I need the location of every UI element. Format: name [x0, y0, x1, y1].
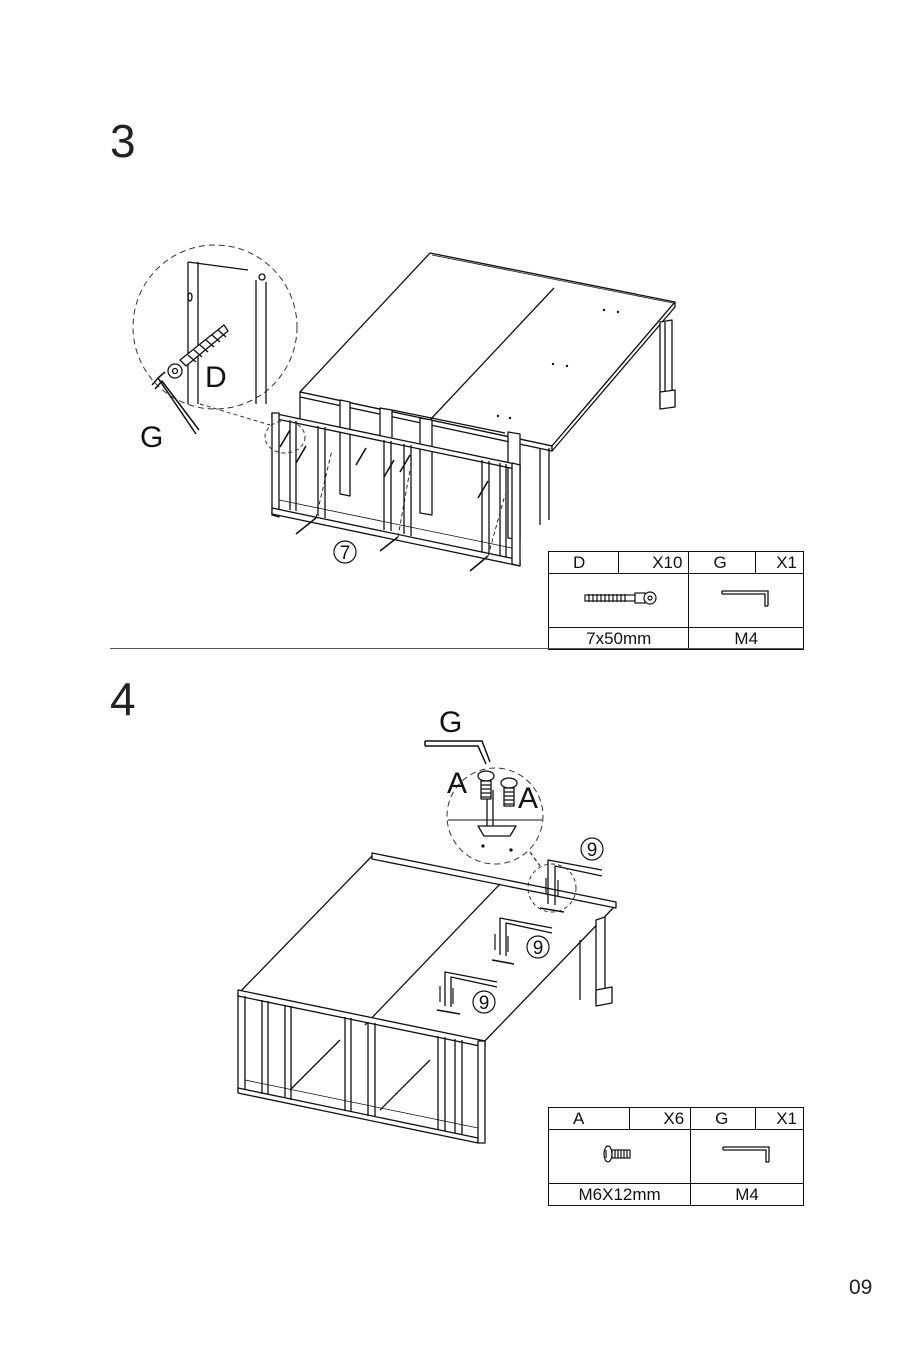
part-9-marker-1	[581, 838, 603, 860]
step4-allen-key	[425, 741, 490, 764]
part-code-g: G	[689, 552, 755, 574]
part-qty-g: X1	[755, 552, 803, 574]
callout-g: G	[140, 421, 163, 454]
callout-part-7: 7	[340, 543, 351, 564]
step4-front-frame	[238, 990, 485, 1143]
part-9-marker-3	[473, 991, 495, 1013]
callout-d: D	[205, 361, 227, 394]
bolt-icon	[549, 574, 689, 628]
part-qty-a: X6	[629, 1108, 691, 1130]
part-code-d: D	[549, 552, 619, 574]
callout-a-right: A	[518, 782, 538, 815]
part-qty-d: X10	[619, 552, 689, 574]
screw-icon	[549, 1130, 691, 1184]
callout-part-9-3: 9	[479, 993, 490, 1014]
section-divider	[110, 648, 804, 649]
part-size-a: M6X12mm	[549, 1184, 691, 1206]
allen-key-icon-step4	[691, 1130, 804, 1184]
step-4-number: 4	[110, 676, 136, 722]
page-number: 09	[849, 1276, 872, 1300]
step4-right-end	[580, 917, 612, 1006]
step-3-parts-table: D X10 G X1 7x50mm M4	[548, 551, 804, 650]
callout-a-left: A	[447, 767, 467, 800]
callout-g-step4: G	[439, 706, 462, 739]
detail-screws-a	[448, 771, 542, 851]
part-size-g: M4	[689, 628, 804, 650]
part-code-a: A	[549, 1108, 630, 1130]
allen-key-icon	[689, 574, 804, 628]
part-size-d: 7x50mm	[549, 628, 689, 650]
part-code-g-step4: G	[691, 1108, 756, 1130]
part-size-g-step4: M4	[691, 1184, 804, 1206]
part-9-marker-2	[527, 936, 549, 958]
step4-table-top	[238, 853, 616, 1090]
callout-part-9-1: 9	[587, 840, 598, 861]
table-top-panel	[300, 253, 675, 451]
callout-part-9-2: 9	[533, 938, 544, 959]
step-4-parts-table: A X6 G X1 M6X12mm M4	[548, 1107, 804, 1206]
part-9-rails	[437, 860, 602, 1014]
rail-screws	[440, 878, 558, 1004]
part-qty-g-step4: X1	[756, 1108, 804, 1130]
